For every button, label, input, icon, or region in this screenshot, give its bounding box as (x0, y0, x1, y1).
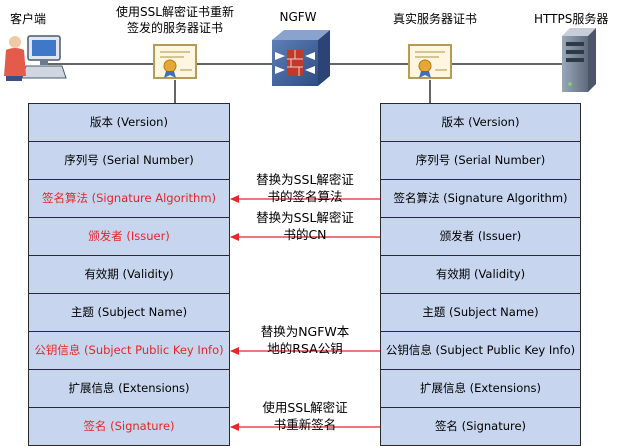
modification-arrows (230, 195, 380, 431)
modification-note: 使用SSL解密证书重新签名 (236, 399, 374, 433)
ngfw-firewall-icon (272, 30, 330, 86)
modification-note-line: 使用SSL解密证 (262, 400, 348, 415)
https-server-icon (562, 28, 596, 92)
resigned-certificate-icon (153, 44, 197, 79)
real-field-row: 签名 (Signature) (380, 407, 581, 446)
real-field-row: 有效期 (Validity) (380, 255, 581, 294)
resigned-field-row: 颁发者 (Issuer) (28, 217, 230, 256)
modification-note-line: 书重新签名 (273, 417, 337, 432)
real-field-row: 公钥信息 (Subject Public Key Info) (380, 331, 581, 370)
modification-note: 替换为SSL解密证书的CN (236, 209, 374, 243)
resigned-cert-label-line2: 签发的服务器证书 (126, 21, 223, 35)
client-computer-icon (4, 35, 67, 81)
real-field-row: 扩展信息 (Extensions) (380, 369, 581, 408)
modification-note: 替换为NGFW本地的RSA公钥 (236, 323, 374, 357)
real-field-row: 版本 (Version) (380, 103, 581, 142)
modification-note-line: 书的CN (283, 227, 327, 242)
resigned-field-row: 序列号 (Serial Number) (28, 141, 230, 180)
resigned-field-row: 公钥信息 (Subject Public Key Info) (28, 331, 230, 370)
modification-note-line: 替换为SSL解密证 (256, 172, 354, 187)
modification-note: 替换为SSL解密证书的签名算法 (236, 171, 374, 205)
resigned-cert-label-line1: 使用SSL解密证书重新 (116, 5, 234, 19)
https-server-label: HTTPS服务器 (534, 12, 609, 26)
modification-note-line: 地的RSA公钥 (267, 341, 343, 356)
resigned-field-row: 扩展信息 (Extensions) (28, 369, 230, 408)
ngfw-label: NGFW (279, 10, 317, 24)
resigned-field-row: 签名算法 (Signature Algorithm) (28, 179, 230, 218)
real-cert-label: 真实服务器证书 (392, 12, 477, 26)
resigned-field-row: 签名 (Signature) (28, 407, 230, 446)
real-field-row: 序列号 (Serial Number) (380, 141, 581, 180)
modification-note-line: 替换为SSL解密证 (256, 210, 354, 225)
real-field-row: 主题 (Subject Name) (380, 293, 581, 332)
resigned-field-row: 版本 (Version) (28, 103, 230, 142)
real-certificate-icon (408, 44, 452, 79)
resigned-field-row: 主题 (Subject Name) (28, 293, 230, 332)
modification-note-line: 书的签名算法 (267, 189, 343, 204)
real-field-row: 颁发者 (Issuer) (380, 217, 581, 256)
resigned-field-row: 有效期 (Validity) (28, 255, 230, 294)
modification-note-line: 替换为NGFW本 (260, 324, 350, 339)
real-field-row: 签名算法 (Signature Algorithm) (380, 179, 581, 218)
resigned-cert-label: 使用SSL解密证书重新 签发的服务器证书 (100, 4, 250, 36)
client-label: 客户端 (10, 12, 47, 26)
